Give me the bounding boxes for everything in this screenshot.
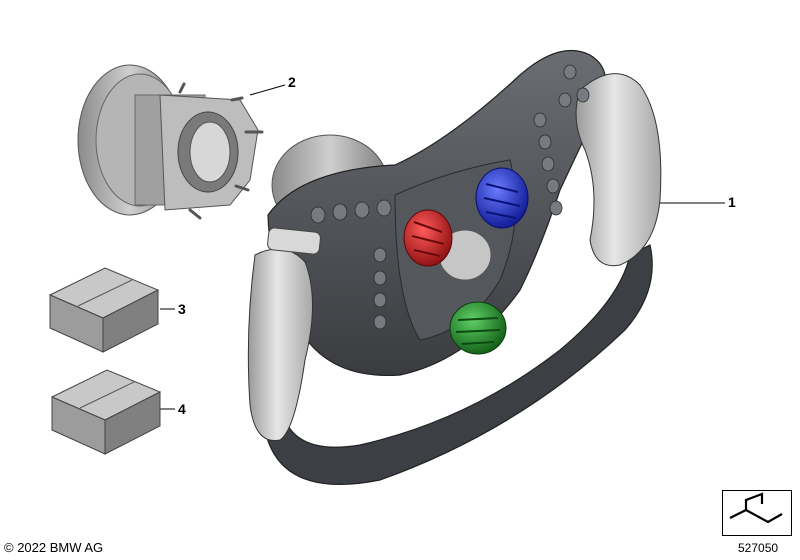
blue-rotary-knob	[475, 167, 529, 229]
callout-label-3: 3	[178, 301, 186, 317]
navigation-symbol-frame	[722, 490, 792, 536]
callout-label-2: 2	[288, 74, 296, 90]
copyright-text: © 2022 BMW AG	[4, 540, 104, 555]
box-part-4	[50, 369, 162, 455]
leader-line-2	[249, 84, 286, 96]
steering-hub	[77, 64, 264, 220]
red-rotary-knob	[403, 209, 453, 267]
box-part-3	[48, 267, 160, 353]
drawing-number: 527050	[738, 541, 779, 555]
callout-label-1: 1	[728, 194, 736, 210]
green-rotary-knob	[449, 301, 507, 355]
navigation-symbol-icon-overlay	[729, 492, 783, 524]
steering-wheel	[247, 49, 662, 486]
wheel-buttons	[310, 64, 590, 330]
callout-label-4: 4	[178, 401, 186, 417]
